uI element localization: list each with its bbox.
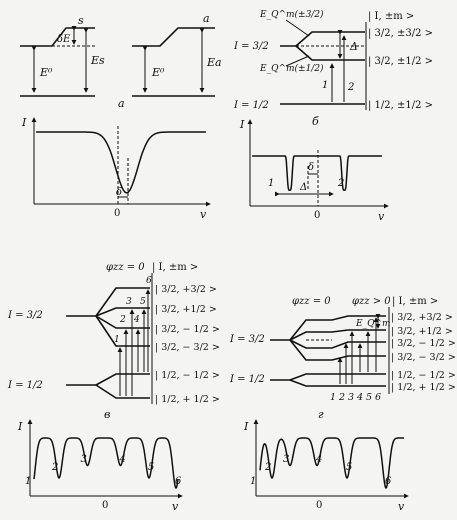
chart-v-peak-label: 1 <box>25 476 31 487</box>
panel-g-levels: φzz = 0 φzz > 0 | I, ±m > I = 3/2 E_Q^m … <box>229 296 456 421</box>
chart-v-peak-label: 2 <box>51 462 58 473</box>
chart-a-delta: δ <box>116 187 122 198</box>
chart-b: I v 0 δ Δ 1 2 <box>239 118 389 223</box>
E0-left-label: E⁰ <box>39 66 53 79</box>
b-trans-2: 2 <box>347 82 354 93</box>
chart-g-peak-label: 3 <box>283 454 289 465</box>
chart-g-series <box>259 437 404 490</box>
g-trans-6: 6 <box>375 392 381 403</box>
g-state-3: | 3/2, − 3/2 > <box>391 352 456 363</box>
chart-b-xlabel: v <box>378 210 385 223</box>
g-state-1: | 3/2, +1/2 > <box>391 326 453 337</box>
panel-v-levels: φzz = 0 | I, ±m > I = 3/2 | 3/2, +3/2 > … <box>7 262 220 421</box>
E0-right-label: E⁰ <box>151 66 165 79</box>
g-I32-label: I = 3/2 <box>229 334 265 345</box>
chart-b-series <box>252 155 382 191</box>
chart-v-peak-label: 5 <box>148 462 154 473</box>
g-I12-label: I = 1/2 <box>229 374 265 385</box>
panel-v-caption: в <box>104 408 110 421</box>
v-trans-5: 5 <box>140 297 146 307</box>
v-trans-6: 6 <box>146 276 152 286</box>
v-state-header: | I, ±m > <box>152 262 198 273</box>
b-delta: Δ <box>349 40 358 53</box>
chart-g-peak-label: 1 <box>250 476 256 487</box>
b-EQ-bottom: E_Q^m(±1/2) <box>259 63 324 74</box>
Ea-label: Ea <box>206 56 222 69</box>
chart-g-ylabel: I <box>243 420 249 433</box>
v-trans-4: 4 <box>133 315 140 325</box>
chart-a: I v 0 δ <box>21 116 211 221</box>
chart-g-peak-label: 2 <box>264 462 271 473</box>
g-trans-2: 2 <box>338 392 345 403</box>
g-state-2: | 3/2, − 1/2 > <box>391 338 456 349</box>
b-state-32-32: | 3/2, ±3/2 > <box>368 28 433 39</box>
chart-g-zero: 0 <box>316 500 322 511</box>
chart-v: I v 0 1 2 3 4 5 6 <box>17 419 183 513</box>
v-state-5: | 1/2, + 1/2 > <box>155 394 220 405</box>
panel-a-levels: s δE E⁰ Es а E⁰ Ea а <box>20 12 222 110</box>
chart-a-ylabel: I <box>21 116 27 129</box>
v-state-1: | 3/2, +1/2 > <box>155 304 217 315</box>
g-state-header: | I, ±m > <box>392 296 438 307</box>
v-phi: φzz = 0 <box>106 262 145 273</box>
chart-g-peak-label: 4 <box>315 454 322 465</box>
Es-label: Es <box>90 54 105 67</box>
chart-g-xlabel: v <box>398 500 405 513</box>
g-trans-4: 4 <box>356 392 363 403</box>
v-I32-label: I = 3/2 <box>7 310 43 321</box>
v-state-3: | 3/2, − 3/2 > <box>155 342 220 353</box>
chart-g-peak-label: 5 <box>346 462 352 473</box>
g-phi-zero: φzz = 0 <box>292 296 331 307</box>
b-state-32-12: | 3/2, ±1/2 > <box>368 56 433 67</box>
chart-a-xlabel: v <box>200 208 207 221</box>
panel-b-levels: | I, ±m > I = 3/2 Δ E_Q^m(±3/2) E_Q^m(±1… <box>233 9 433 128</box>
panel-g-caption: г <box>318 408 324 421</box>
g-trans-3: 3 <box>348 392 354 403</box>
v-state-4: | 1/2, − 1/2 > <box>155 370 220 381</box>
v-state-0: | 3/2, +3/2 > <box>155 284 217 295</box>
v-trans-3: 3 <box>126 297 132 307</box>
g-trans-1: 1 <box>330 392 336 403</box>
chart-b-peak-1: 1 <box>268 178 274 189</box>
g-state-4: | 1/2, − 1/2 > <box>391 370 456 381</box>
chart-b-peak-2: 2 <box>337 178 344 189</box>
v-trans-1: 1 <box>114 335 120 345</box>
level-s-label: s <box>78 14 84 27</box>
g-state-5: | 1/2, + 1/2 > <box>391 382 456 393</box>
b-EQ-top: E_Q^m(±3/2) <box>259 9 324 20</box>
g-state-0: | 3/2, +3/2 > <box>391 312 453 323</box>
chart-b-delta: Δ <box>299 182 307 193</box>
g-EQ: E_Q^m <box>355 319 391 329</box>
b-I32-label: I = 3/2 <box>233 41 269 52</box>
chart-v-zero: 0 <box>102 500 108 511</box>
panel-b-caption: б <box>312 115 319 128</box>
chart-b-zero: 0 <box>314 210 320 221</box>
chart-b-ylabel: I <box>239 118 245 131</box>
shift-dE-label: δE <box>57 34 71 45</box>
b-state-12-12: | 1/2, ±1/2 > <box>368 100 433 111</box>
b-trans-1: 1 <box>322 80 328 91</box>
chart-g-peak-label: 6 <box>385 476 392 487</box>
chart-a-series <box>36 131 206 194</box>
chart-v-peak-label: 4 <box>119 454 126 465</box>
chart-v-series <box>33 437 179 490</box>
chart-g: I v 0 12 3 4 5 6 <box>243 419 409 513</box>
chart-a-zero: 0 <box>114 208 120 219</box>
chart-b-shift: δ <box>308 162 314 173</box>
g-phi-pos: φzz > 0 <box>352 296 391 307</box>
level-a-label: а <box>203 12 210 25</box>
v-trans-2: 2 <box>119 315 126 325</box>
chart-v-peak-label: 6 <box>175 476 182 487</box>
g-trans-5: 5 <box>366 392 372 403</box>
chart-v-xlabel: v <box>172 500 179 513</box>
v-I12-label: I = 1/2 <box>7 380 43 391</box>
chart-v-peak-label: 3 <box>81 454 87 465</box>
panel-a-caption: а <box>118 97 125 110</box>
b-I12-label: I = 1/2 <box>233 100 269 111</box>
b-state-header: | I, ±m > <box>368 11 414 22</box>
chart-v-ylabel: I <box>17 420 23 433</box>
v-state-2: | 3/2, − 1/2 > <box>155 324 220 335</box>
